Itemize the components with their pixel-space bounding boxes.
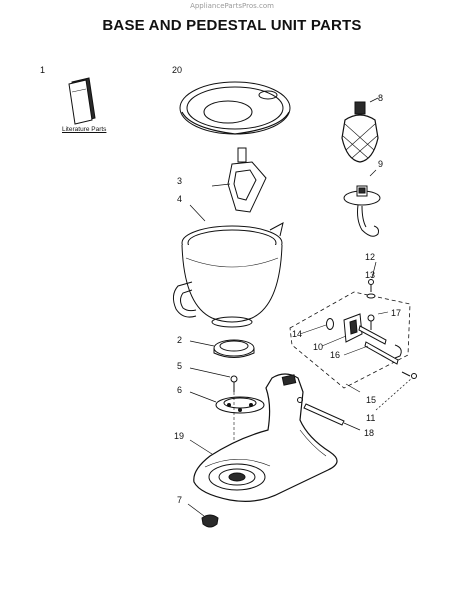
hinge-assembly: [326, 313, 402, 365]
top-screw-washer: [366, 261, 377, 299]
callout-11: 11: [366, 413, 376, 423]
dough-hook: [343, 169, 381, 237]
page-title: BASE AND PEDESTAL UNIT PARTS: [102, 17, 362, 34]
side-screw: [375, 371, 417, 411]
literature-parts-label: Literature Parts: [62, 126, 107, 133]
callout-10: 10: [313, 342, 324, 352]
callout-16: 16: [330, 350, 341, 360]
callout-15: 15: [366, 395, 377, 405]
callout-20: 20: [172, 65, 183, 75]
callout-19: 19: [174, 431, 185, 441]
rubber-foot: [187, 503, 219, 528]
pedestal-base: [189, 373, 338, 502]
callout-9: 9: [378, 159, 384, 169]
callout-1: 1: [40, 65, 46, 75]
callout-12: 12: [365, 252, 376, 262]
mixing-bowl: [172, 204, 284, 328]
flat-beater: [211, 147, 267, 213]
callout-5: 5: [177, 361, 183, 371]
wire-whip: [341, 97, 379, 163]
callout-6: 6: [177, 385, 183, 395]
callout-17: 17: [391, 308, 402, 318]
hinge-pin: [303, 403, 361, 431]
callout-14: 14: [292, 329, 303, 339]
hinge-assembly-box: [289, 291, 411, 389]
callout-18: 18: [364, 428, 375, 438]
callout-2: 2: [177, 335, 183, 345]
watermark: AppliancePartsPros.com: [190, 2, 274, 10]
literature-booklet: [68, 77, 96, 125]
clamping-plate: [189, 339, 255, 358]
callout-13: 13: [365, 270, 376, 280]
callout-3: 3: [177, 176, 183, 186]
pouring-shield: [179, 81, 291, 135]
screw: [189, 367, 238, 392]
callout-4: 4: [177, 194, 183, 204]
callout-8: 8: [378, 93, 384, 103]
bowl-clamping-plate: [189, 391, 265, 414]
callout-7: 7: [177, 495, 183, 505]
